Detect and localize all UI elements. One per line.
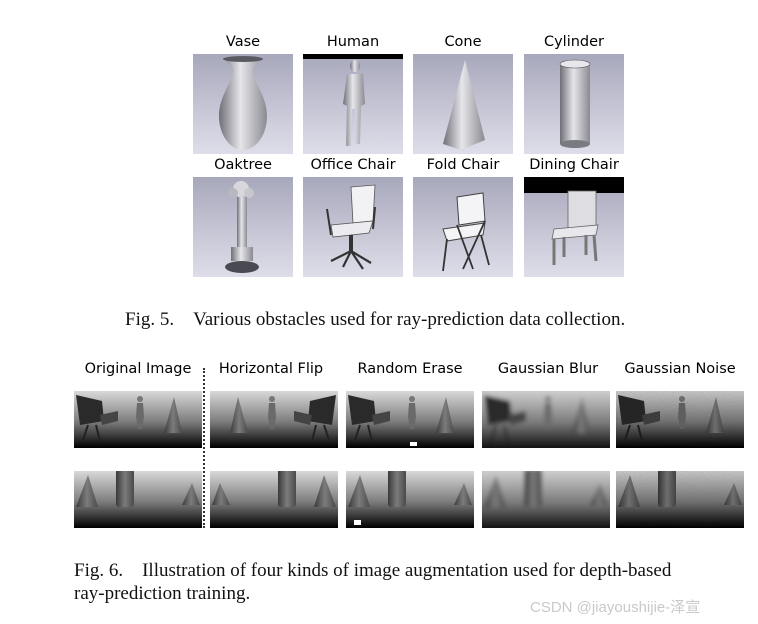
figure-6-caption-line2: ray-prediction training.	[74, 583, 251, 604]
obstacle-image-oaktree	[193, 177, 293, 277]
depth-image-erase-row2	[346, 471, 474, 528]
column-label-random-erase: Random Erase	[357, 361, 463, 377]
depth-image-noise-row1	[616, 391, 744, 448]
depth-image-blur-row2	[482, 471, 610, 528]
obstacle-image-cylinder	[524, 54, 624, 154]
label-cone: Cone	[444, 34, 482, 50]
figure-6-caption-line1: Fig. 6. Illustration of four kinds of im…	[74, 560, 672, 581]
label-cylinder: Cylinder	[543, 34, 605, 50]
label-human: Human	[326, 34, 380, 50]
label-dining-chair: Dining Chair	[529, 157, 619, 173]
separator-dotted-line	[203, 368, 205, 528]
obstacle-image-dining-chair	[524, 177, 624, 277]
obstacle-image-office-chair	[303, 177, 403, 277]
label-oaktree: Oaktree	[214, 157, 272, 173]
depth-image-erase-row1	[346, 391, 474, 448]
label-fold-chair: Fold Chair	[426, 157, 500, 173]
column-label-gaussian-noise: Gaussian Noise	[624, 361, 736, 377]
label-vase: Vase	[225, 34, 261, 50]
obstacle-image-vase	[193, 54, 293, 154]
label-office-chair: Office Chair	[310, 157, 396, 173]
obstacle-image-fold-chair	[413, 177, 513, 277]
column-label-original: Original Image	[84, 361, 192, 377]
depth-image-flip-row1	[210, 391, 338, 448]
column-label-horizontal-flip: Horizontal Flip	[218, 361, 324, 377]
depth-image-blur-row1	[482, 391, 610, 448]
figure-5-caption: Fig. 5. Various obstacles used for ray-p…	[125, 309, 626, 330]
depth-image-original-row2	[74, 471, 202, 528]
depth-image-noise-row2	[616, 471, 744, 528]
column-label-gaussian-blur: Gaussian Blur	[497, 361, 599, 377]
obstacle-image-human	[303, 54, 403, 154]
depth-image-flip-row2	[210, 471, 338, 528]
watermark: CSDN @jiayoushijie-泽宣	[530, 599, 701, 616]
depth-image-original-row1	[74, 391, 202, 448]
obstacle-image-cone	[413, 54, 513, 154]
